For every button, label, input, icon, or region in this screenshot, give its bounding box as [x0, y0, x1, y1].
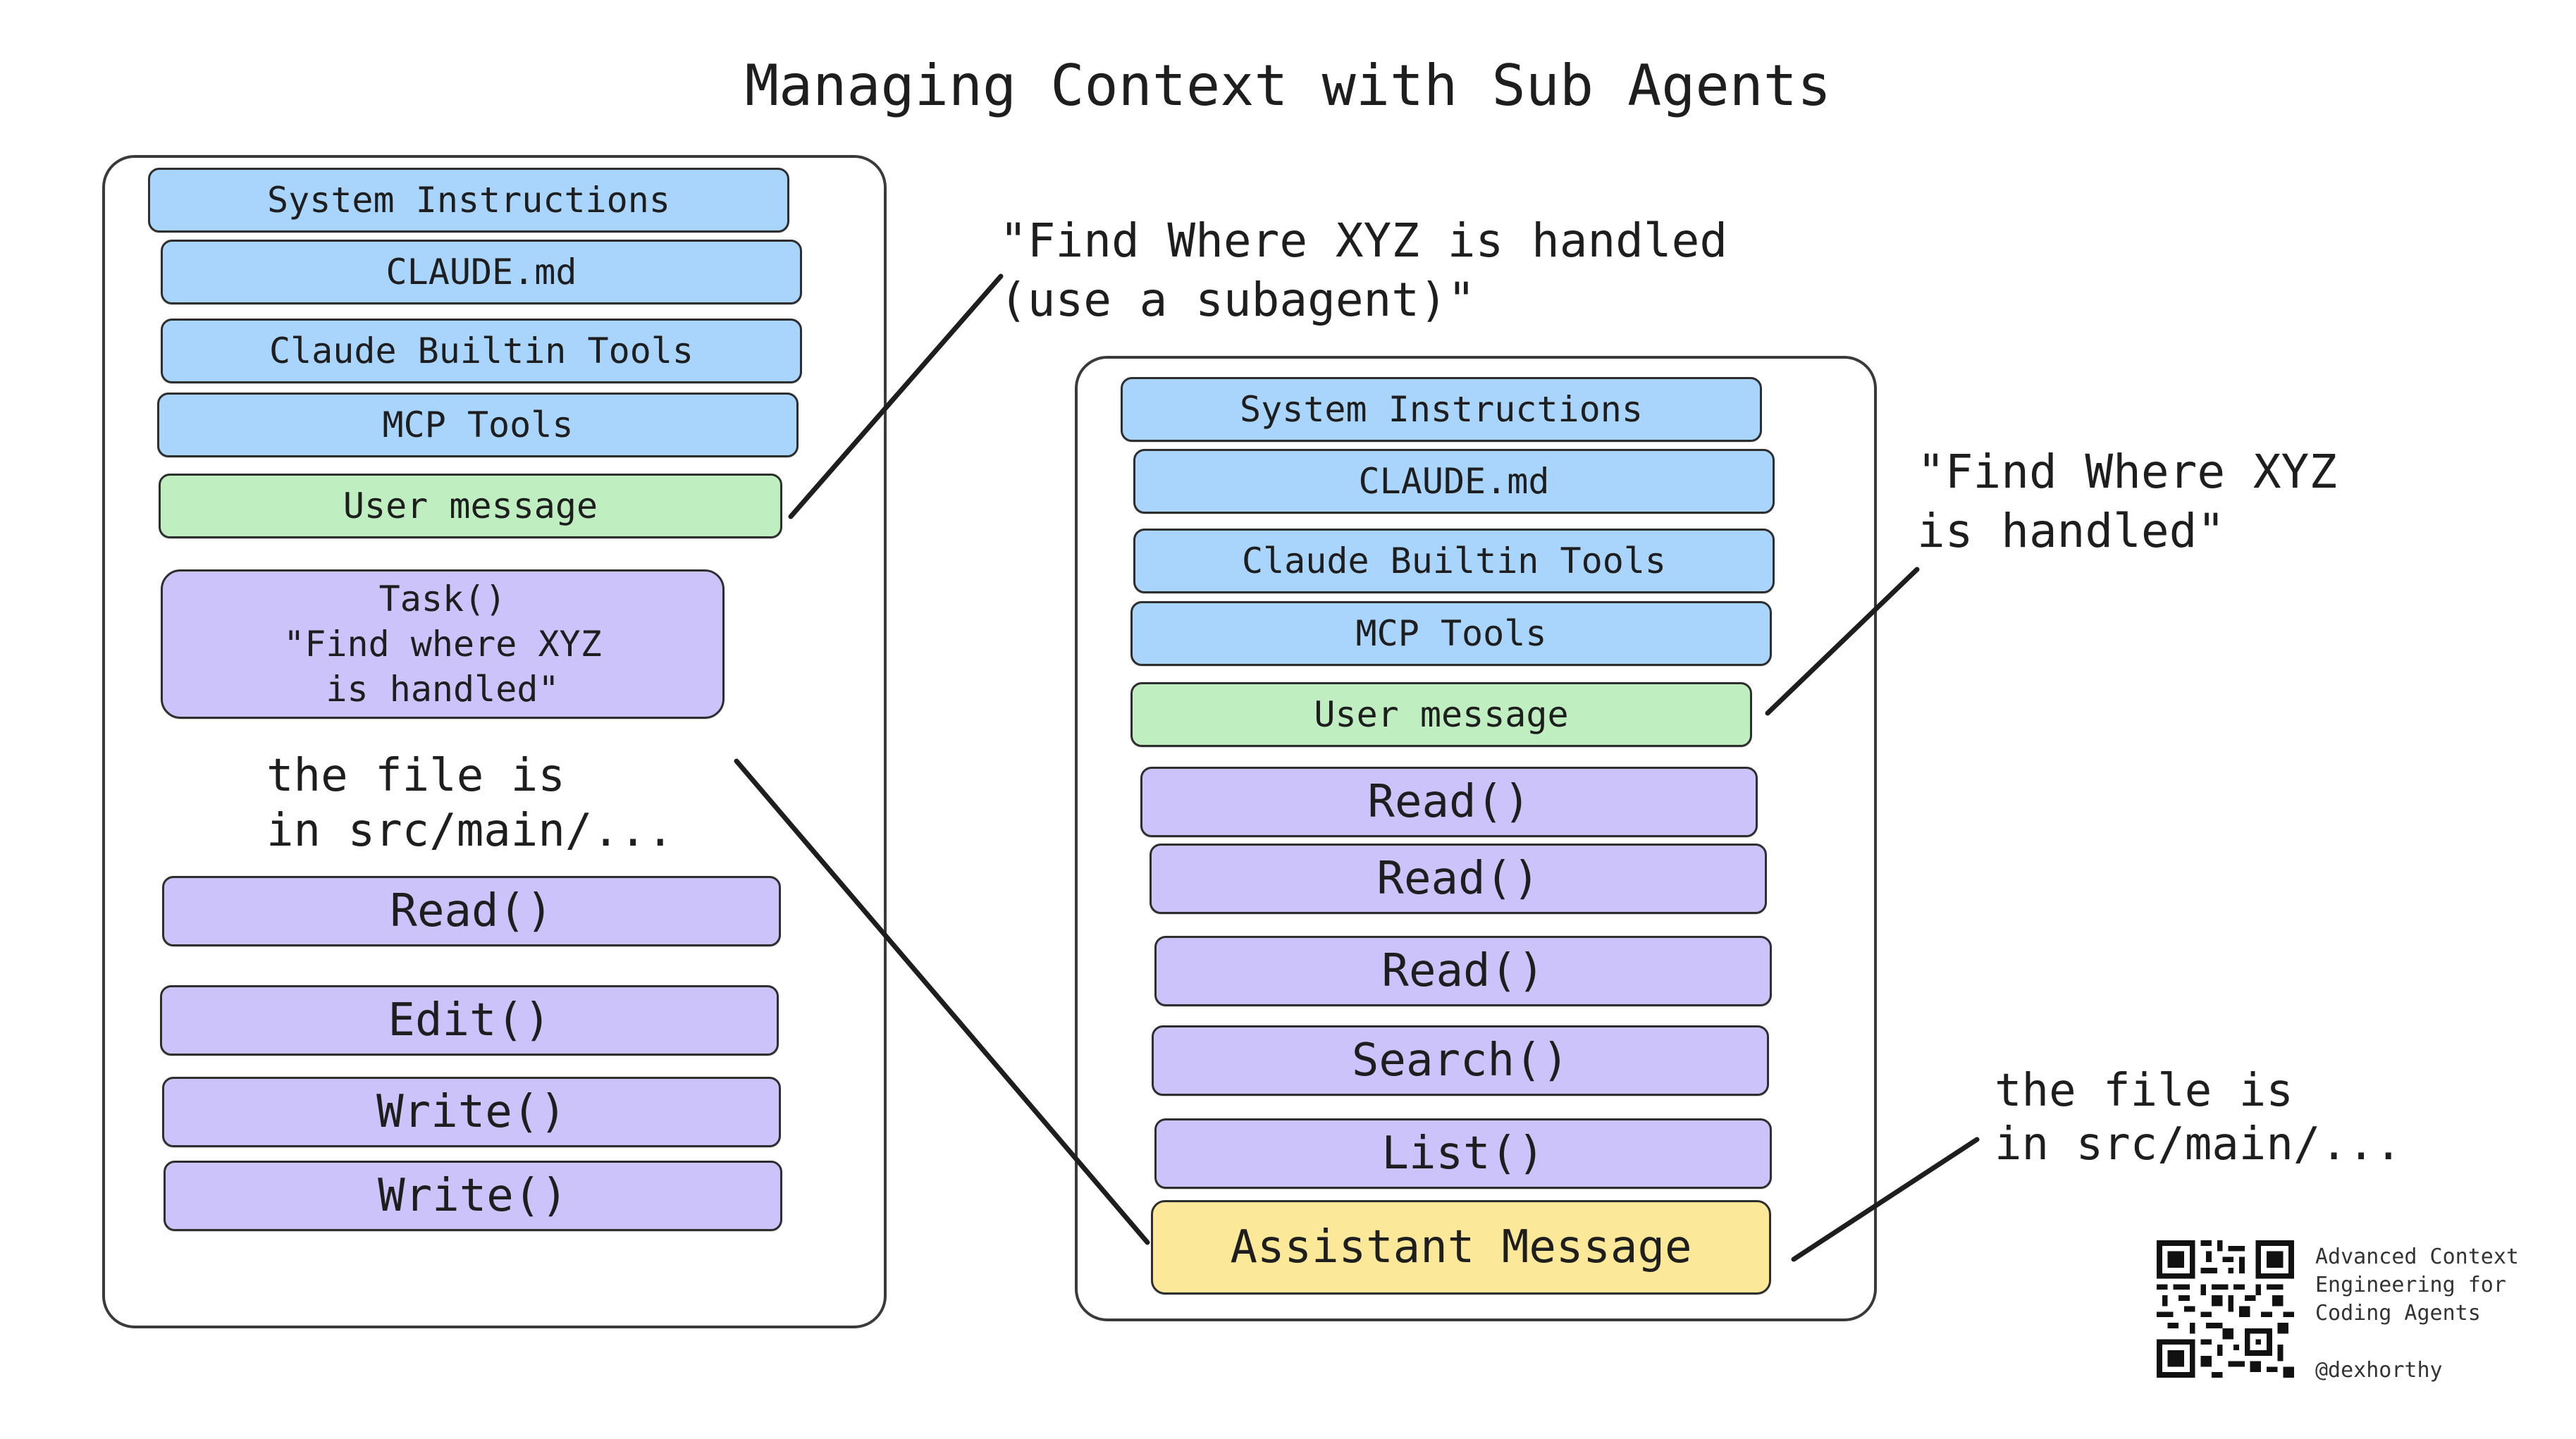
right-builtin-tools: Claude Builtin Tools: [1133, 529, 1775, 593]
left-mcp-tools: MCP Tools: [157, 393, 799, 457]
left-builtin-tools: Claude Builtin Tools: [161, 319, 802, 383]
author-handle: @dexhorthy: [2315, 1358, 2443, 1383]
callout-find-use-subagent: "Find Where XYZ is handled (use a subage…: [999, 214, 1728, 327]
connector-assistant-to-file-callout: [1791, 1137, 1980, 1262]
right-assistant-message: Assistant Message: [1151, 1200, 1771, 1295]
right-read-call-2: Read(): [1150, 844, 1767, 914]
right-read-call-1: Read(): [1140, 767, 1758, 837]
left-write-call-2: Write(): [164, 1161, 782, 1231]
right-search-call: Search(): [1152, 1025, 1769, 1096]
right-mcp-tools: MCP Tools: [1130, 601, 1772, 666]
right-list-call: List(): [1154, 1118, 1772, 1189]
right-system-instructions: System Instructions: [1121, 377, 1762, 442]
qr-code-icon: [2157, 1240, 2294, 1378]
left-result-note: the file is in src/main/...: [266, 750, 674, 857]
diagram-title: Managing Context with Sub Agents: [744, 53, 1832, 118]
callout-file-location: the file is in src/main/...: [1995, 1065, 2402, 1171]
left-read-call: Read(): [162, 876, 781, 946]
right-user-message: User message: [1130, 682, 1752, 747]
connector-user-to-right-callout: [1765, 567, 1920, 716]
callout-find-where-handled: "Find Where XYZ is handled": [1917, 445, 2338, 558]
left-edit-call: Edit(): [160, 985, 779, 1056]
connector-task-to-assistant: [734, 758, 1150, 1245]
right-claude-md: CLAUDE.md: [1133, 449, 1775, 514]
connector-user-to-callout: [788, 273, 1004, 519]
right-read-call-3: Read(): [1154, 936, 1772, 1006]
credit-text: Advanced Context Engineering for Coding …: [2315, 1245, 2519, 1326]
left-write-call-1: Write(): [162, 1077, 781, 1147]
left-user-message: User message: [159, 474, 782, 538]
left-claude-md: CLAUDE.md: [161, 240, 802, 304]
left-system-instructions: System Instructions: [148, 168, 789, 233]
left-task-call: Task() "Find where XYZ is handled": [161, 569, 725, 719]
